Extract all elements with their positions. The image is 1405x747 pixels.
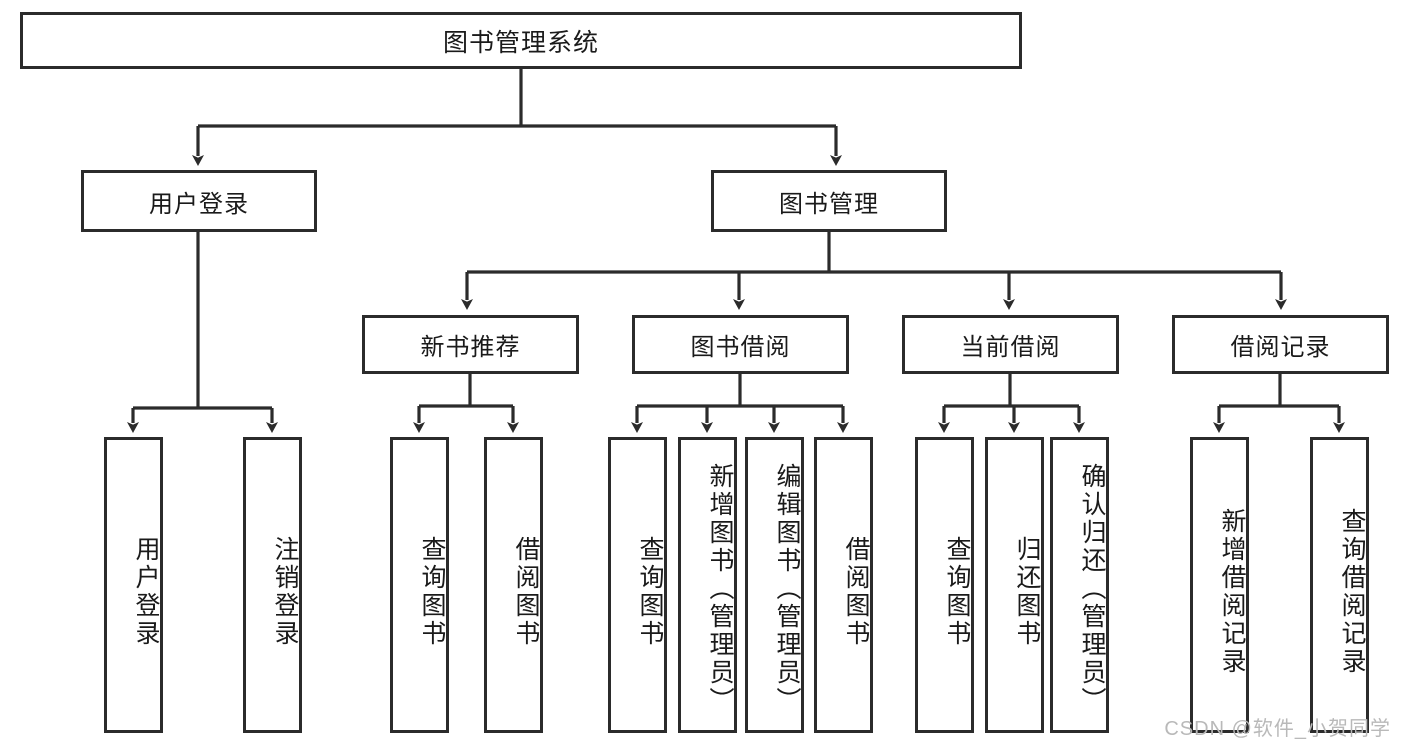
leaf-borrow-book-recommend[interactable]: 借阅图书: [484, 437, 543, 733]
node-root[interactable]: 图书管理系统: [20, 12, 1022, 69]
leaf-add-borrow-record[interactable]: 新增借阅记录: [1190, 437, 1249, 733]
csdn-watermark: CSDN @软件_小贺同学: [1164, 718, 1391, 740]
node-level1-user-login[interactable]: 用户登录: [81, 170, 317, 232]
node-level2-borrow-records[interactable]: 借阅记录: [1172, 315, 1389, 374]
leaf-user-login[interactable]: 用户登录: [104, 437, 163, 733]
leaf-query-book-current[interactable]: 查询图书: [915, 437, 974, 733]
leaf-logout[interactable]: 注销登录: [243, 437, 302, 733]
leaf-confirm-return-admin[interactable]: 确认归还（管理员）: [1050, 437, 1109, 733]
node-level2-book-borrow[interactable]: 图书借阅: [632, 315, 849, 374]
leaf-add-book-admin[interactable]: 新增图书（管理员）: [678, 437, 737, 733]
leaf-edit-book-admin[interactable]: 编辑图书（管理员）: [745, 437, 804, 733]
node-level2-current-borrow[interactable]: 当前借阅: [902, 315, 1119, 374]
leaf-borrow-book[interactable]: 借阅图书: [814, 437, 873, 733]
node-level1-book-management[interactable]: 图书管理: [711, 170, 947, 232]
node-level2-new-book-recommend[interactable]: 新书推荐: [362, 315, 579, 374]
leaf-query-borrow-record[interactable]: 查询借阅记录: [1310, 437, 1369, 733]
leaf-return-book[interactable]: 归还图书: [985, 437, 1044, 733]
leaf-query-book-borrow[interactable]: 查询图书: [608, 437, 667, 733]
leaf-query-book-recommend[interactable]: 查询图书: [390, 437, 449, 733]
